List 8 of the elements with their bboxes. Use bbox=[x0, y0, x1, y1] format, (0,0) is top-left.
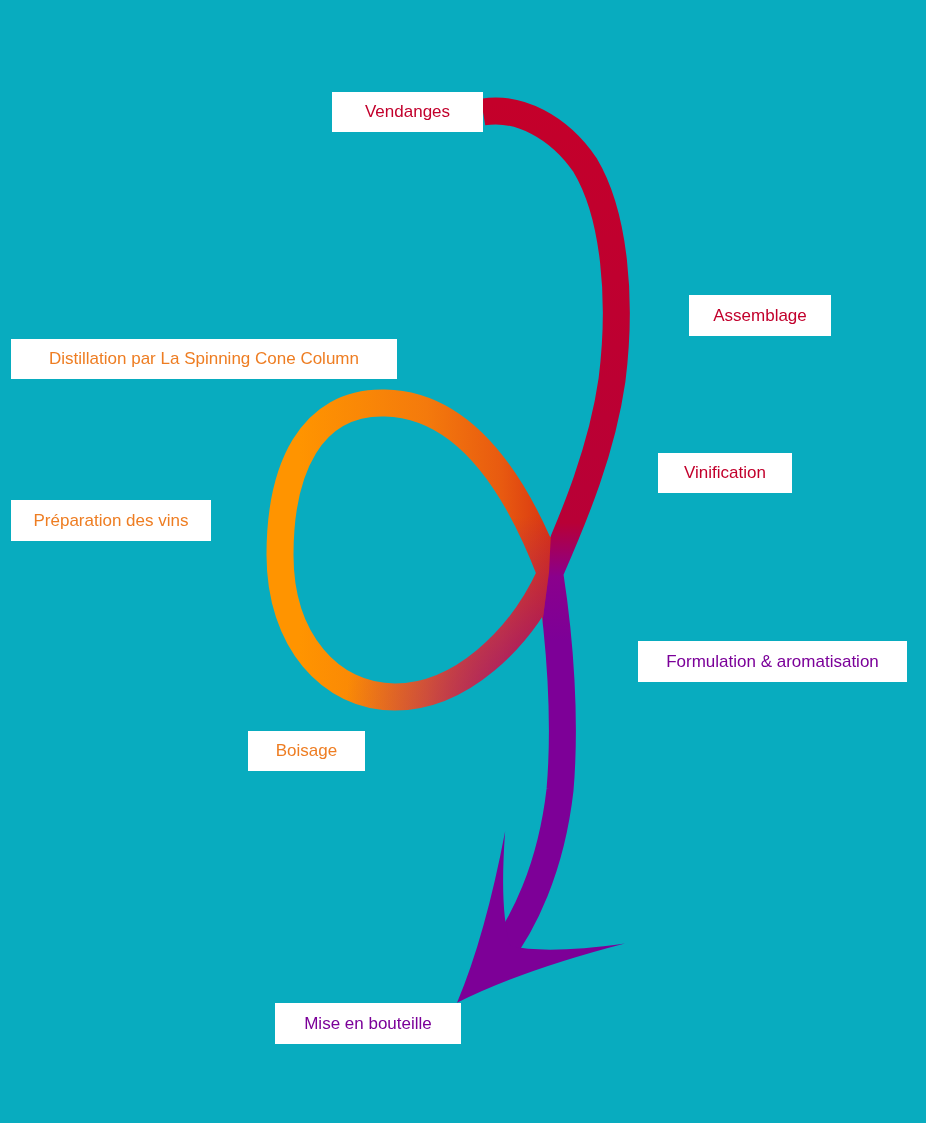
stage-label: Formulation & aromatisation bbox=[638, 641, 907, 682]
stage-label: Vinification bbox=[658, 453, 792, 493]
stage-label: Mise en bouteille bbox=[275, 1003, 461, 1044]
stage-label: Préparation des vins bbox=[11, 500, 211, 541]
stage-label: Vendanges bbox=[332, 92, 483, 132]
stage-label: Distillation par La Spinning Cone Column bbox=[11, 339, 397, 379]
stage-label: Assemblage bbox=[689, 295, 831, 336]
stage-label: Boisage bbox=[248, 731, 365, 771]
